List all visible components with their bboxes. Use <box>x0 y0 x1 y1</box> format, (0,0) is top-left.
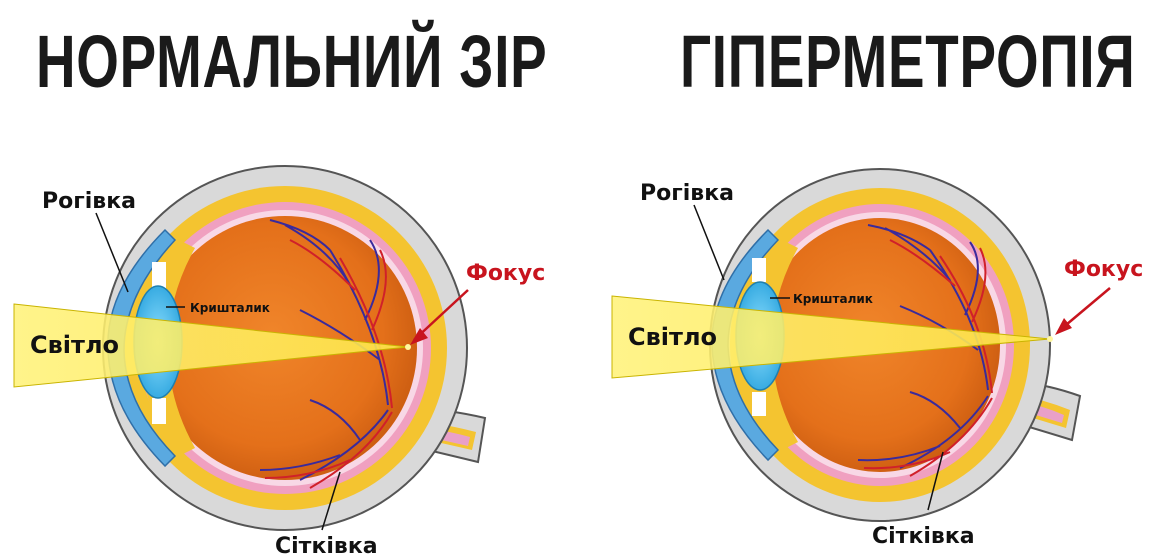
iris-lower <box>752 392 766 416</box>
cornea-leader <box>694 205 724 280</box>
iris-lower <box>152 398 166 424</box>
focus-point <box>1047 336 1053 342</box>
iris-upper <box>752 258 766 282</box>
label-cornea: Рогівка <box>42 189 136 214</box>
label-retina: Сітківка <box>872 524 975 549</box>
label-focus: Фокус <box>466 261 545 286</box>
label-light: Світло <box>628 323 717 351</box>
label-lens: Кришталик <box>190 301 270 315</box>
label-focus: Фокус <box>1064 257 1143 282</box>
right-eye: Рогівка Кришталик Світло Фокус Сітківка <box>612 169 1143 549</box>
cornea-leader <box>96 213 128 292</box>
label-cornea: Рогівка <box>640 181 734 206</box>
label-light: Світло <box>30 331 119 359</box>
label-retina: Сітківка <box>275 534 378 558</box>
iris-upper <box>152 262 166 288</box>
left-eye: Рогівка Кришталик Світло Фокус Сітківка <box>14 166 545 558</box>
label-lens: Кришталик <box>793 292 873 306</box>
